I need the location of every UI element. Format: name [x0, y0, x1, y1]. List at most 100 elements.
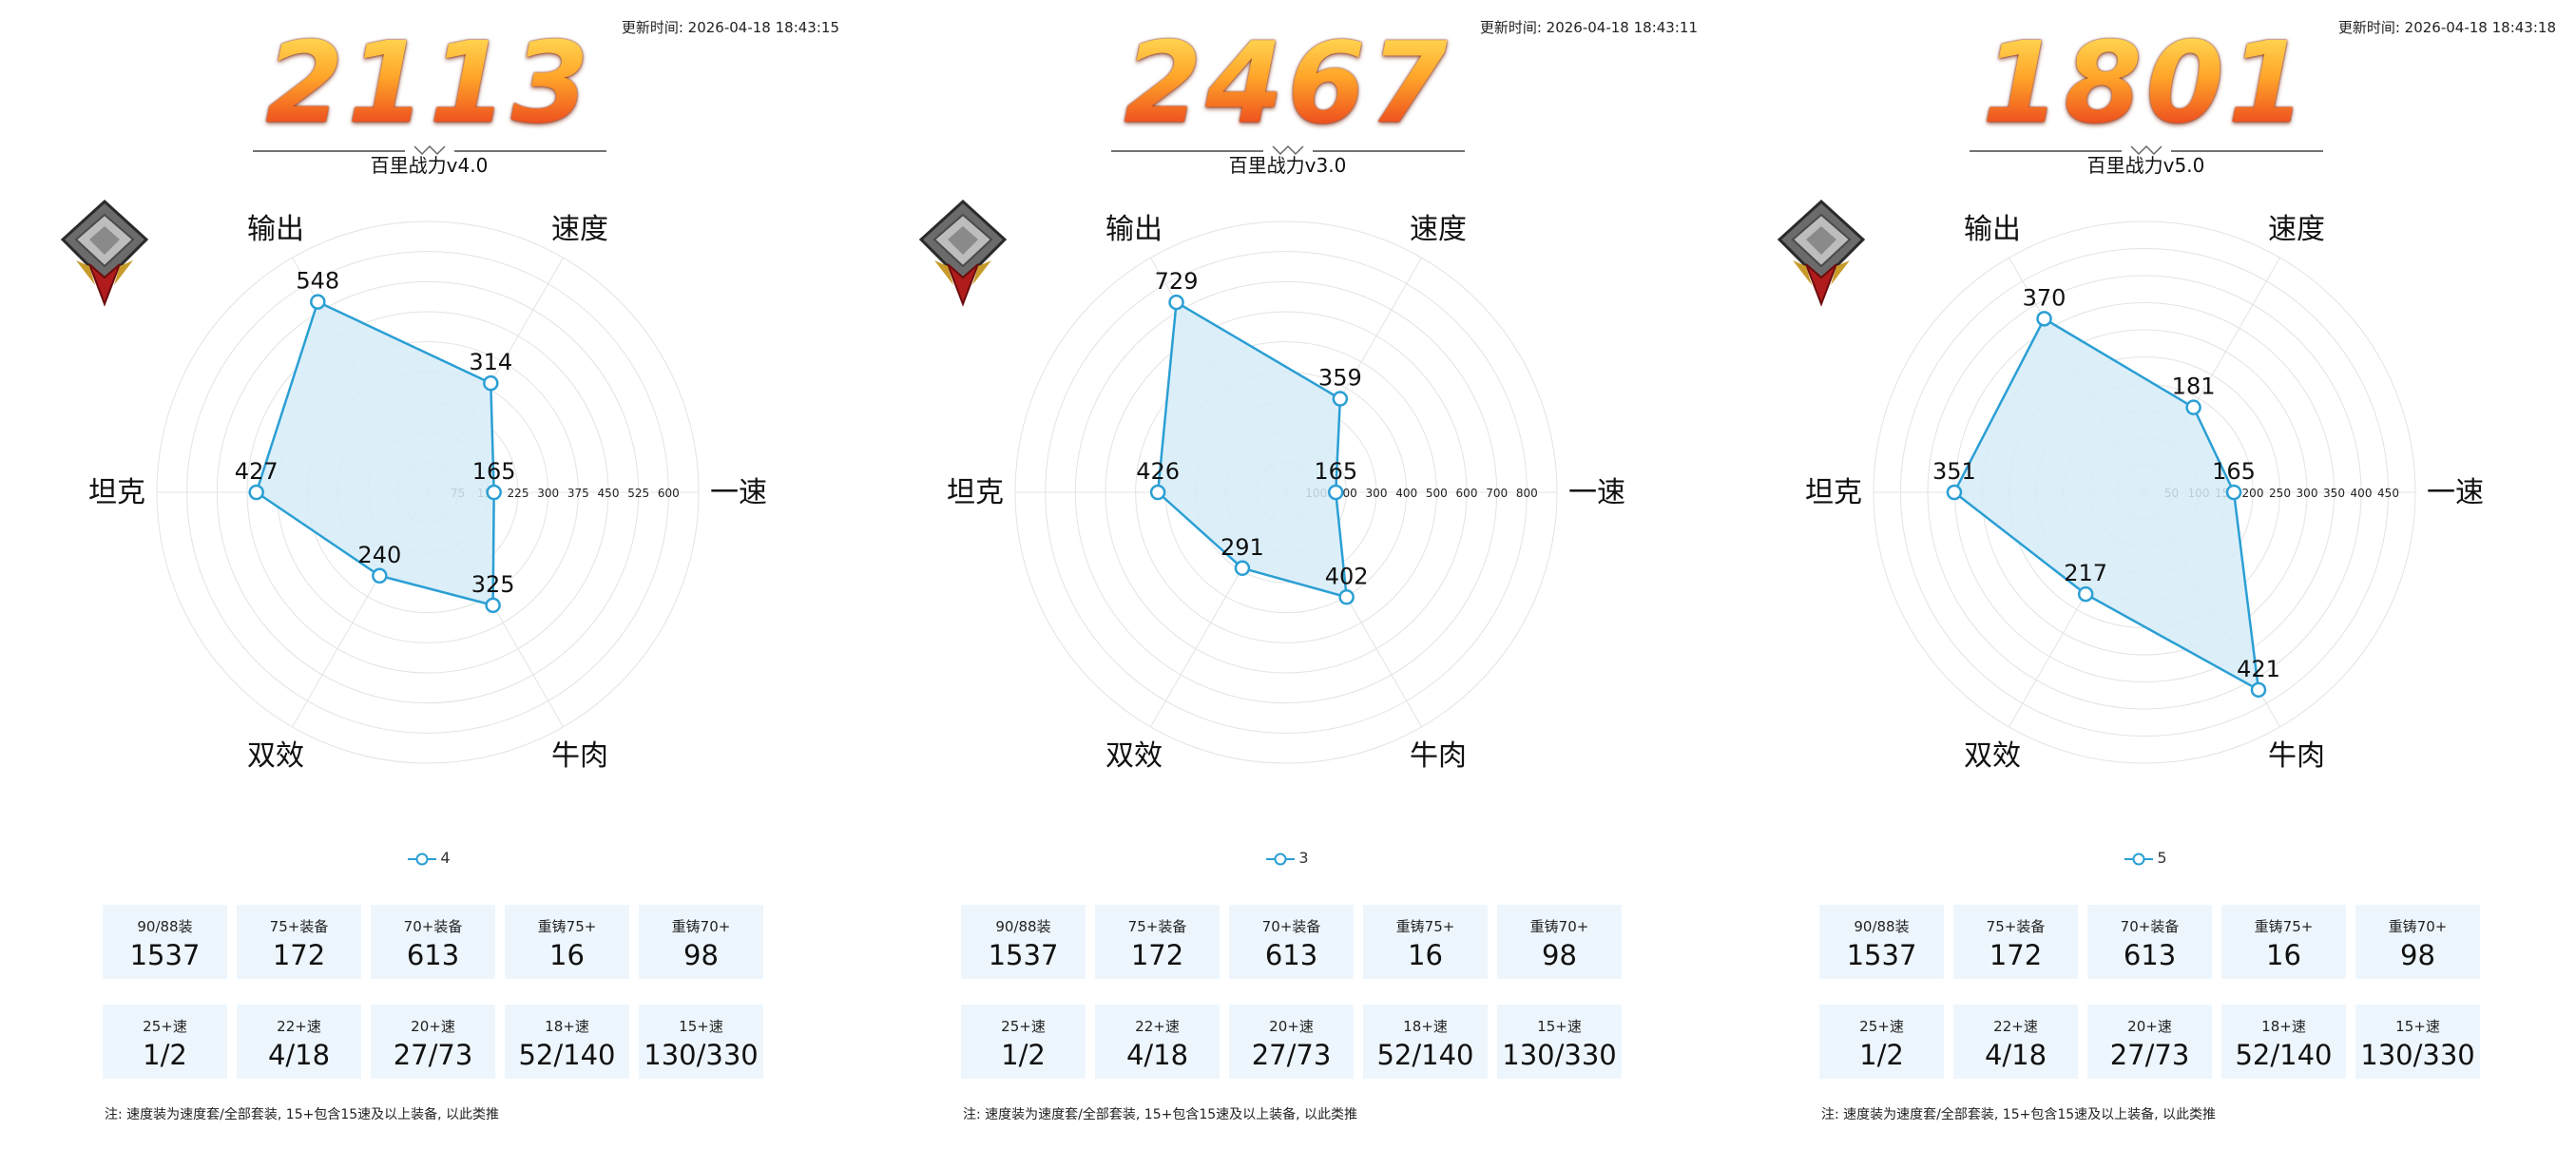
axis-label: 坦克: [947, 476, 1004, 509]
data-label: 370: [2023, 284, 2067, 311]
stat-value: 1/2: [1859, 1039, 1904, 1071]
stat-label: 重铸70+: [1529, 918, 1589, 935]
data-label: 359: [1318, 365, 1362, 392]
stat-label: 18+速: [545, 1018, 589, 1035]
radial-tick-label: 375: [567, 487, 589, 500]
axis-label: 一速: [710, 476, 767, 509]
radar-chart: 1002003004005006007008003591654022914267…: [947, 213, 1625, 773]
rank-badge-icon: [1777, 199, 1866, 307]
power-score: 1801: [1717, 27, 2575, 139]
stat-cell: 18+速 52/140: [505, 1005, 629, 1079]
stat-label: 90/88装: [995, 918, 1051, 935]
stat-label: 重铸75+: [537, 918, 597, 935]
legend-marker-icon: [408, 853, 437, 865]
data-label: 426: [1136, 458, 1180, 485]
data-point: [2225, 484, 2242, 501]
radial-tick-label: 700: [1486, 487, 1508, 500]
radial-tick-label: 250: [2269, 487, 2291, 500]
stat-value: 130/330: [644, 1039, 759, 1071]
stat-value: 1537: [1846, 939, 1917, 971]
stat-cell: 重铸70+98: [2355, 905, 2480, 979]
data-point: [1328, 484, 1344, 501]
data-point: [1332, 391, 1349, 407]
stat-label: 70+装备: [403, 918, 463, 935]
stat-label: 重铸75+: [1395, 918, 1455, 935]
data-point: [2185, 399, 2201, 415]
radial-tick-label: 525: [627, 487, 649, 500]
score-divider: [1970, 144, 2323, 156]
stat-value: 52/140: [1376, 1039, 1474, 1071]
axis-label: 输出: [1964, 213, 2021, 246]
stat-value: 613: [406, 939, 460, 971]
data-point: [1234, 560, 1251, 577]
stat-value: 172: [1130, 939, 1184, 971]
stat-value: 4/18: [267, 1039, 331, 1071]
data-point: [486, 484, 502, 501]
stat-label: 90/88装: [137, 918, 193, 935]
radial-tick-label: 300: [2297, 487, 2318, 500]
stat-label: 15+速: [2395, 1018, 2440, 1035]
stat-value: 16: [549, 939, 585, 971]
axis-label: 输出: [1105, 213, 1163, 246]
chart-legend[interactable]: 5: [1717, 849, 2575, 867]
radial-tick-label: 350: [2323, 487, 2345, 500]
data-label: 217: [2064, 560, 2107, 586]
axis-label: 双效: [1105, 739, 1163, 773]
data-point: [1946, 484, 1963, 501]
legend-marker-icon: [2124, 853, 2154, 865]
update-timestamp: 更新时间: 2026-04-18 18:43:18: [2338, 17, 2556, 37]
stat-cell: 90/88装 1537: [961, 905, 1086, 979]
stat-value: 130/330: [2360, 1039, 2475, 1071]
chart-legend[interactable]: 4: [0, 849, 858, 867]
power-score: 2467: [858, 27, 1717, 139]
stat-value: 27/73: [1251, 1039, 1332, 1071]
data-point: [2077, 585, 2094, 603]
data-point: [483, 374, 499, 392]
version-label: 百里战力v3.0: [1228, 154, 1347, 177]
data-label: 291: [1221, 534, 1264, 561]
radial-tick-label: 300: [1366, 487, 1388, 500]
stat-value: 52/140: [518, 1039, 616, 1071]
stat-value: 4/18: [1125, 1039, 1189, 1071]
radial-tick-label: 225: [508, 487, 529, 500]
stat-label: 20+速: [411, 1018, 455, 1035]
stat-value: 16: [1408, 939, 1443, 971]
stat-value: 16: [2266, 939, 2301, 971]
data-label: 402: [1325, 563, 1369, 589]
data-label: 427: [235, 458, 279, 485]
stat-value: 98: [2400, 939, 2435, 971]
data-point: [2250, 681, 2267, 699]
axis-label: 牛肉: [2268, 739, 2325, 773]
stat-cell: 15+速 130/330: [2355, 1005, 2480, 1079]
power-panel-2: 更新时间: 2026-04-18 18:43:11 2467 百里战力v3.0 …: [858, 0, 1717, 1150]
data-label: 325: [471, 571, 515, 598]
radial-tick-label: 300: [537, 487, 559, 500]
stat-value: 27/73: [2109, 1039, 2190, 1071]
axis-label: 坦克: [1805, 476, 1862, 509]
data-label: 314: [469, 349, 512, 375]
data-point: [372, 567, 388, 585]
stat-value: 1537: [988, 939, 1059, 971]
axis-label: 输出: [247, 213, 304, 246]
rank-badge-icon: [60, 199, 149, 307]
stat-label: 70+装备: [1261, 918, 1321, 935]
radial-tick-label: 450: [598, 487, 620, 500]
data-label: 240: [357, 542, 401, 568]
rank-badge-icon: [918, 199, 1008, 307]
data-point: [1149, 484, 1166, 501]
chart-legend[interactable]: 3: [858, 849, 1717, 867]
